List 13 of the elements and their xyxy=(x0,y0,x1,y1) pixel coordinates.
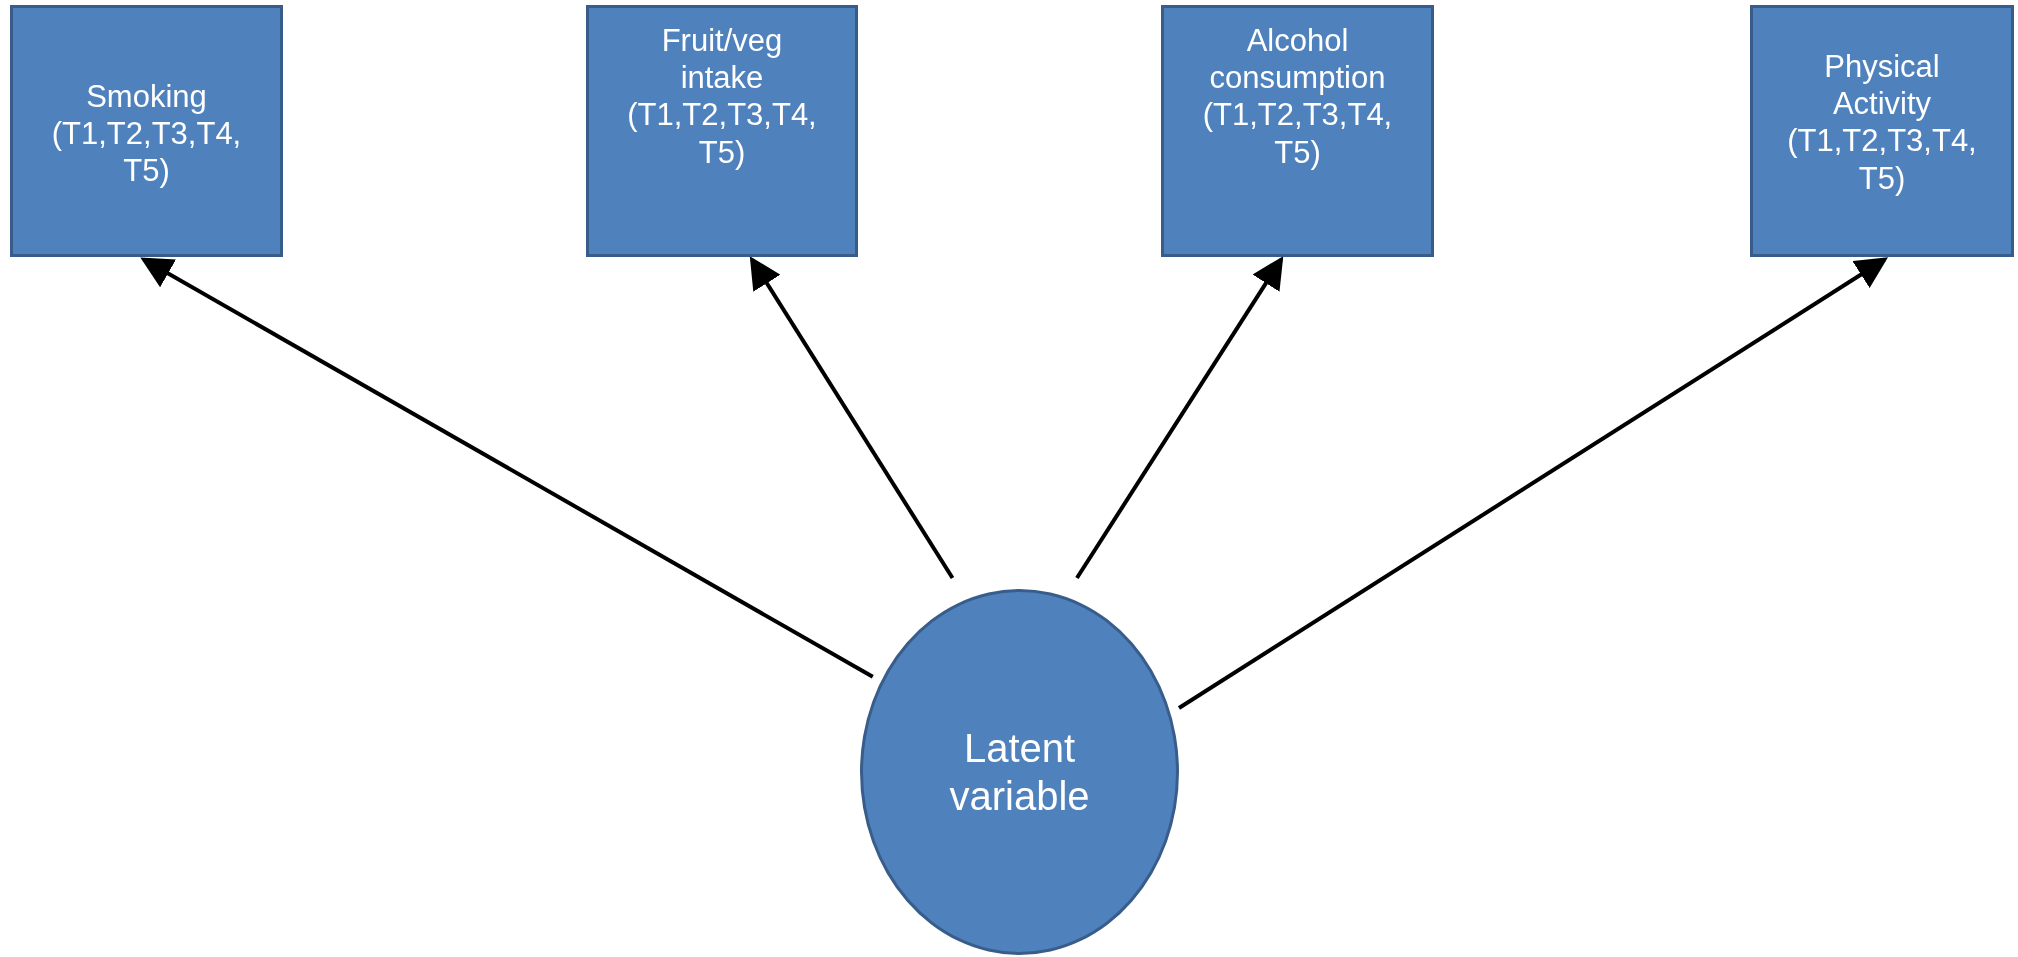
node-label: Latent variable xyxy=(948,725,1091,820)
node-label: Alcohol consumption (T1,T2,T3,T4, T5) xyxy=(1201,22,1394,171)
variable-box xyxy=(586,5,858,257)
node-label: Smoking (T1,T2,T3,T4, T5) xyxy=(50,78,243,190)
variable-box xyxy=(1750,5,2014,257)
variable-box xyxy=(1161,5,1434,257)
node-label: Physical Activity (T1,T2,T3,T4, T5) xyxy=(1786,48,1978,197)
arrow xyxy=(749,256,955,580)
node-label: Fruit/veg intake (T1,T2,T3,T4, T5) xyxy=(626,22,818,171)
arrow xyxy=(140,257,874,679)
arrow xyxy=(1075,256,1284,580)
variable-box xyxy=(10,5,283,257)
arrow xyxy=(1177,257,1888,710)
